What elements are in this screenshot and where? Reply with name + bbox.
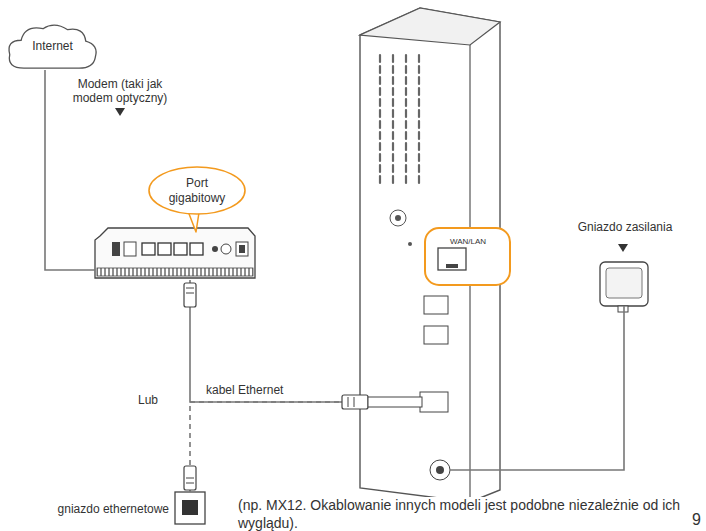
page-number: 9 — [690, 510, 706, 530]
modem-device — [95, 108, 255, 278]
ethernet-plug — [184, 466, 196, 490]
cable-line — [190, 402, 360, 492]
router-device — [360, 8, 510, 502]
ethernet-plug — [342, 395, 422, 409]
router-node: WAN/LAN — [360, 5, 500, 502]
edge-label: kabel Ethernet — [204, 383, 285, 398]
callout-bubble: Port gigabitowy — [148, 166, 246, 215]
cable-line — [500, 306, 624, 470]
ethernet-plug — [184, 283, 196, 307]
node-heading: gniazdo ethernetowe — [3, 502, 169, 516]
node-heading: Modem (taki jak modem optyczny) — [70, 77, 170, 106]
socket-node: gniazdo ethernetowe — [175, 492, 205, 524]
edge-label: Lub — [136, 393, 160, 408]
node-heading: Gniazdo zasilania — [570, 220, 680, 234]
power-adapter-node: Gniazdo zasilania — [600, 262, 648, 306]
note-text: (np. MX12. Okablowanie innych modeli jes… — [236, 497, 702, 531]
cloud-node: Internet — [5, 22, 100, 70]
node-heading: WAN/LAN — [428, 237, 508, 247]
node-text: Port gigabitowy — [164, 176, 230, 205]
power-plug — [450, 470, 500, 471]
modem-node: Modem (taki jak modem optyczny) — [95, 225, 255, 280]
node-text: Internet — [32, 39, 73, 53]
cable-line — [190, 280, 360, 402]
ethernet-socket — [175, 492, 205, 524]
power-adapter — [600, 244, 648, 312]
